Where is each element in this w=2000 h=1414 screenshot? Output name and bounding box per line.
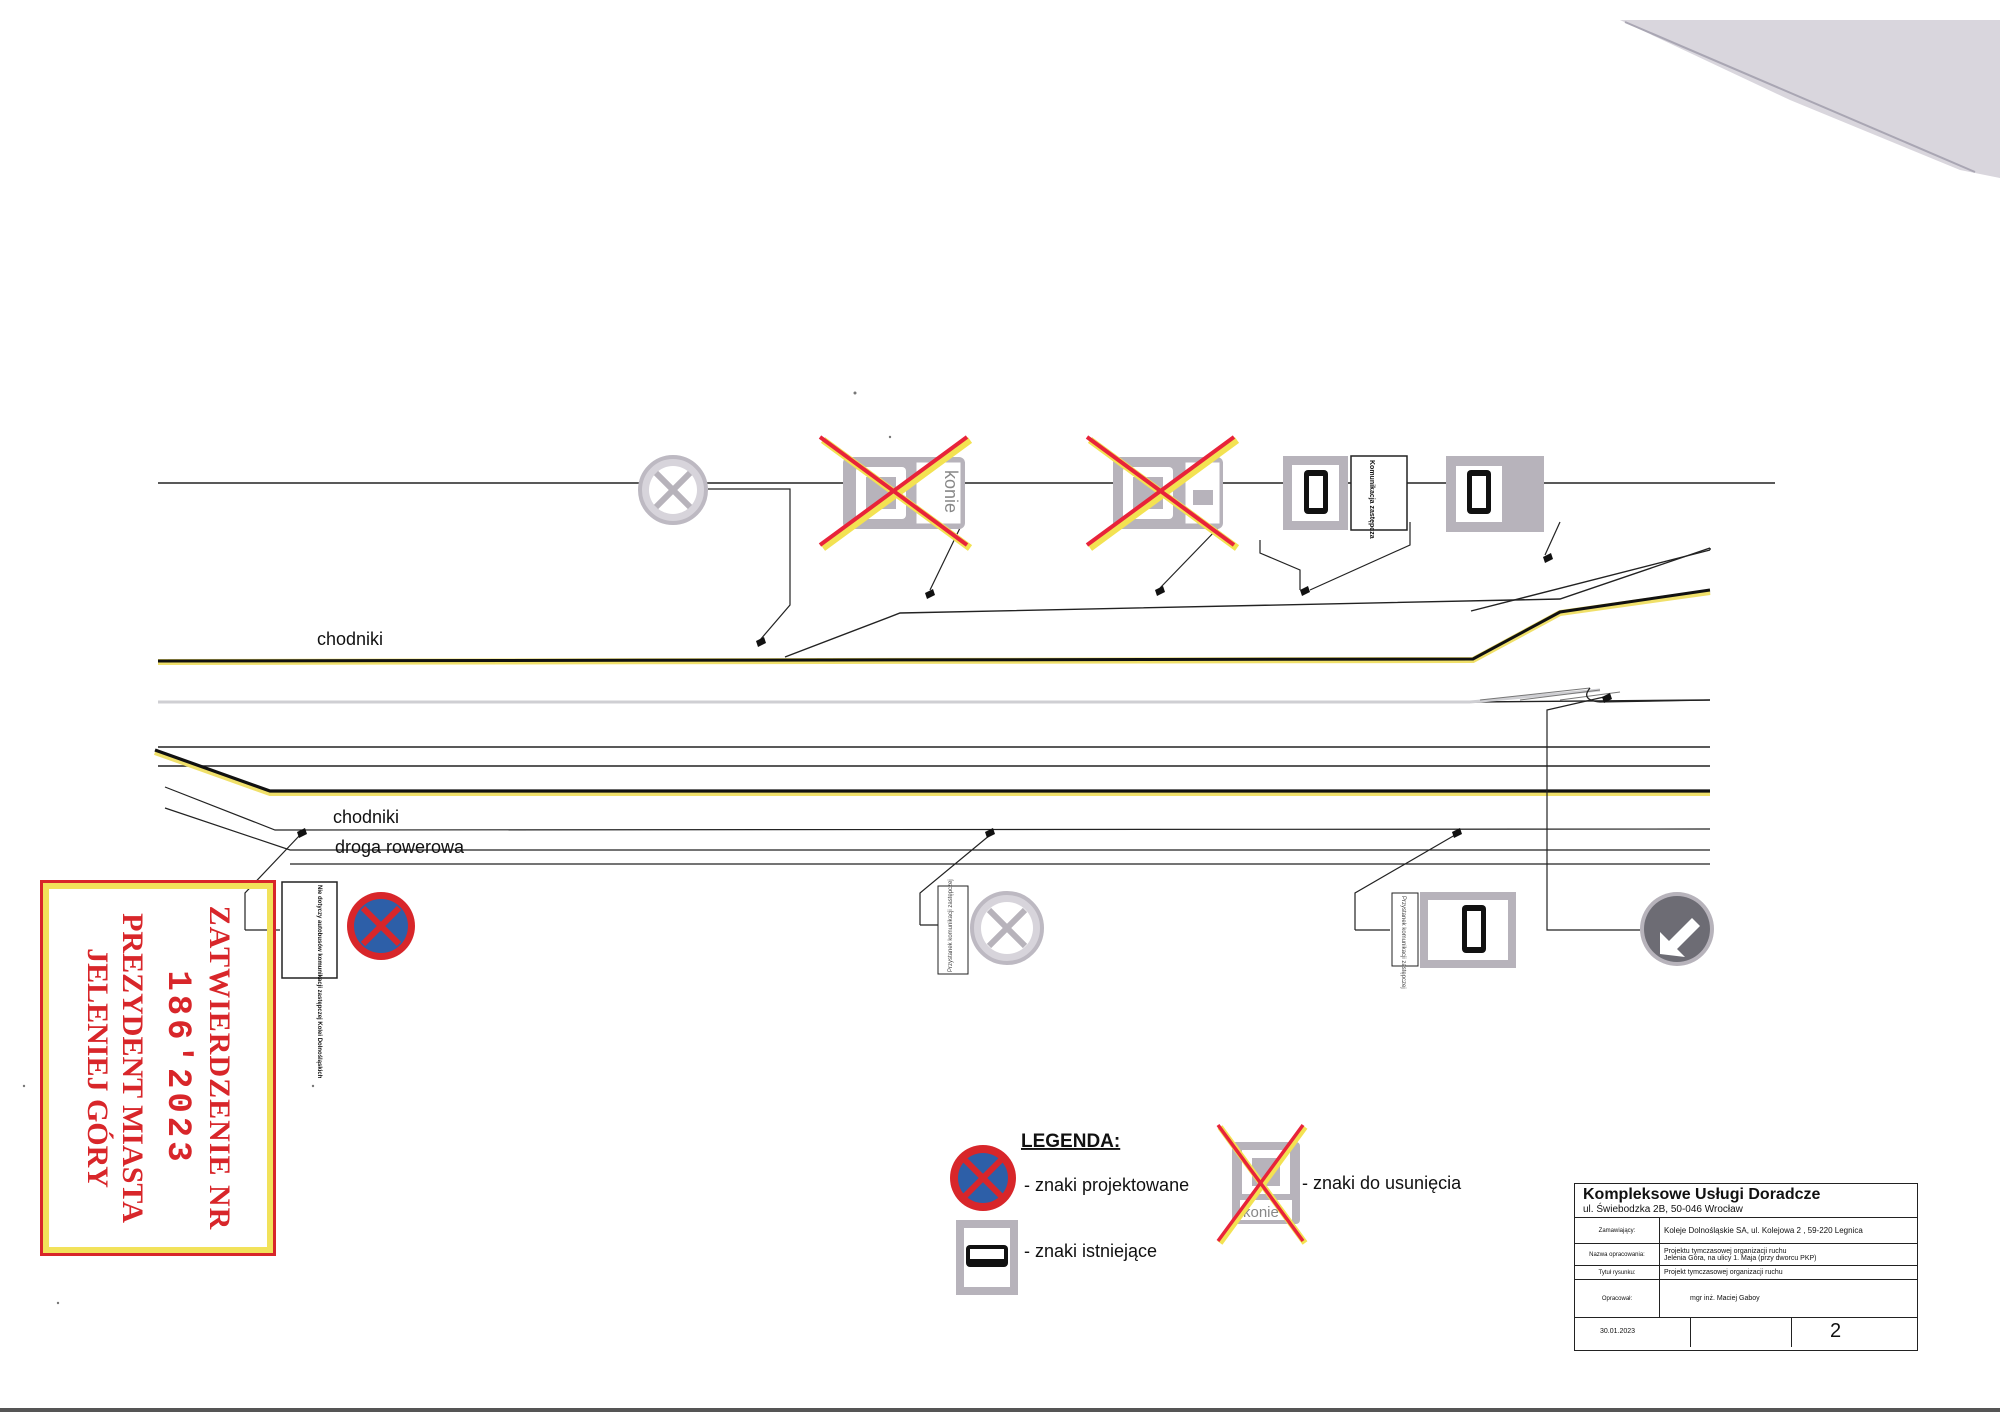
title-row-key: Nazwa opracowania:: [1575, 1244, 1660, 1265]
remove-cross-2: [1085, 435, 1240, 551]
stamp-number: 186'2023: [157, 970, 196, 1166]
date-cell: 30.01.2023: [1575, 1318, 1691, 1347]
legend-existing-icon: [956, 1220, 1018, 1295]
title-row-drawing: Tytuł rysunku: Projekt tymczasowej organ…: [1575, 1266, 1917, 1280]
no-restriction-end-sign-top: [638, 455, 708, 525]
title-row-client: Zamawiający: Koleje Dolnośląskie SA, ul.…: [1575, 1218, 1917, 1244]
sheet-cell: 2: [1792, 1318, 1917, 1347]
title-block: Kompleksowe Usługi Doradcze ul. Świebodz…: [1574, 1183, 1918, 1351]
approval-stamp: ZATWIERDZENIE NR 186'2023 PREZYDENT MIAS…: [40, 880, 276, 1256]
sign-zastepcza-text: Komunikacja zastępcza: [1368, 460, 1375, 539]
legend-projected-label: - znaki projektowane: [1024, 1175, 1189, 1195]
keep-left-sign: [1640, 892, 1714, 966]
legend-remove-sign-text: konie: [1243, 1204, 1279, 1221]
legend-title: LEGENDA:: [1021, 1131, 1120, 1152]
legend-existing-label: - znaki istniejące: [1024, 1241, 1157, 1261]
title-row-author: Opracował: mgr inż. Maciej Gaboy: [1575, 1280, 1917, 1318]
remove-cross-1: [818, 435, 973, 551]
title-row-value: Projekt tymczasowej organizacji ruchu: [1664, 1269, 1783, 1276]
scan-specks: [22, 391, 892, 1305]
legend: LEGENDA: - znaki projektowane - znaki is…: [950, 1123, 1462, 1295]
sign-posts: [297, 553, 1612, 838]
bus-stop-sign-replacement: Komunikacja zastępcza: [1283, 455, 1408, 539]
legend-remove-icon: konie: [1216, 1123, 1308, 1245]
title-row-value: Projektu tymczasowej organizacji ruchu J…: [1660, 1244, 1917, 1265]
curb-line-top: [157, 588, 1711, 704]
title-row-name: Nazwa opracowania: Projektu tymczasowej …: [1575, 1244, 1917, 1266]
title-row-value: Koleje Dolnośląskie SA, ul. Kolejowa 2 ,…: [1664, 1226, 1863, 1235]
title-row-value-line1: Projektu tymczasowej organizacji ruchu: [1664, 1247, 1787, 1255]
road-lines: [158, 482, 1775, 865]
sign-przystanek-text-1: Przystanek komunikacji zastępczej: [948, 879, 954, 972]
hatched-island: [1479, 687, 1711, 703]
legend-remove-label: - znaki do usunięcia: [1302, 1173, 1462, 1193]
sign-leader-lines: [244, 488, 1640, 931]
stamp-line-approval: ZATWIERDZENIE NR: [203, 905, 237, 1231]
curb-line-bottom: [153, 748, 1710, 796]
sign-przystanek-text-2: Przystanek komunikacji zastępczej: [1400, 896, 1406, 989]
sign-koniec-text: konie: [941, 470, 961, 513]
sign-nie-dotyczy-text: Nie dotyczy autobusów komunikacji zastęp…: [316, 885, 322, 1079]
title-row-key: Tytuł rysunku:: [1575, 1266, 1660, 1279]
title-row-key: Zamawiający:: [1575, 1218, 1660, 1243]
empty-cell: [1691, 1318, 1792, 1347]
bus-stop-sign-existing-bottom: Przystanek komunikacji zastępczej: [1391, 892, 1516, 989]
title-row-value: mgr inż. Maciej Gaboy: [1690, 1295, 1760, 1302]
title-row-key: Opracował:: [1575, 1280, 1660, 1317]
title-block-bottom: 30.01.2023 2: [1575, 1318, 1917, 1347]
no-stopping-sign-projected: Nie dotyczy autobusów komunikacji zastęp…: [281, 881, 415, 1079]
page-corner-edge: [1624, 21, 1976, 173]
date-value: 30.01.2023: [1600, 1328, 1636, 1335]
no-restriction-end-sign-bottom: Przystanek komunikacji zastępczej: [937, 879, 1044, 975]
bus-stop-sign-existing-top: [1446, 456, 1544, 532]
stamp-line-mayor: PREZYDENT MIASTA: [115, 913, 149, 1223]
label-bike-path: droga rowerowa: [335, 837, 465, 857]
stamp-line-city: JELENIEJ GÓRY: [81, 948, 115, 1188]
label-sidewalk-bottom: chodniki: [333, 807, 399, 827]
title-row-value-line2: Jelenia Góra, na ulicy 1. Maja (przy dwo…: [1664, 1254, 1817, 1262]
firm-address: ul. Świebodzka 2B, 50-046 Wrocław: [1583, 1204, 1743, 1215]
title-block-header: Kompleksowe Usługi Doradcze ul. Świebodz…: [1575, 1184, 1917, 1218]
label-sidewalk-top: chodniki: [317, 629, 383, 649]
approval-stamp-text: ZATWIERDZENIE NR 186'2023 PREZYDENT MIAS…: [43, 883, 273, 1253]
firm-name: Kompleksowe Usługi Doradcze: [1583, 1186, 1821, 1203]
legend-projected-icon: [950, 1145, 1016, 1211]
sheet-number: 2: [1830, 1320, 1842, 1342]
